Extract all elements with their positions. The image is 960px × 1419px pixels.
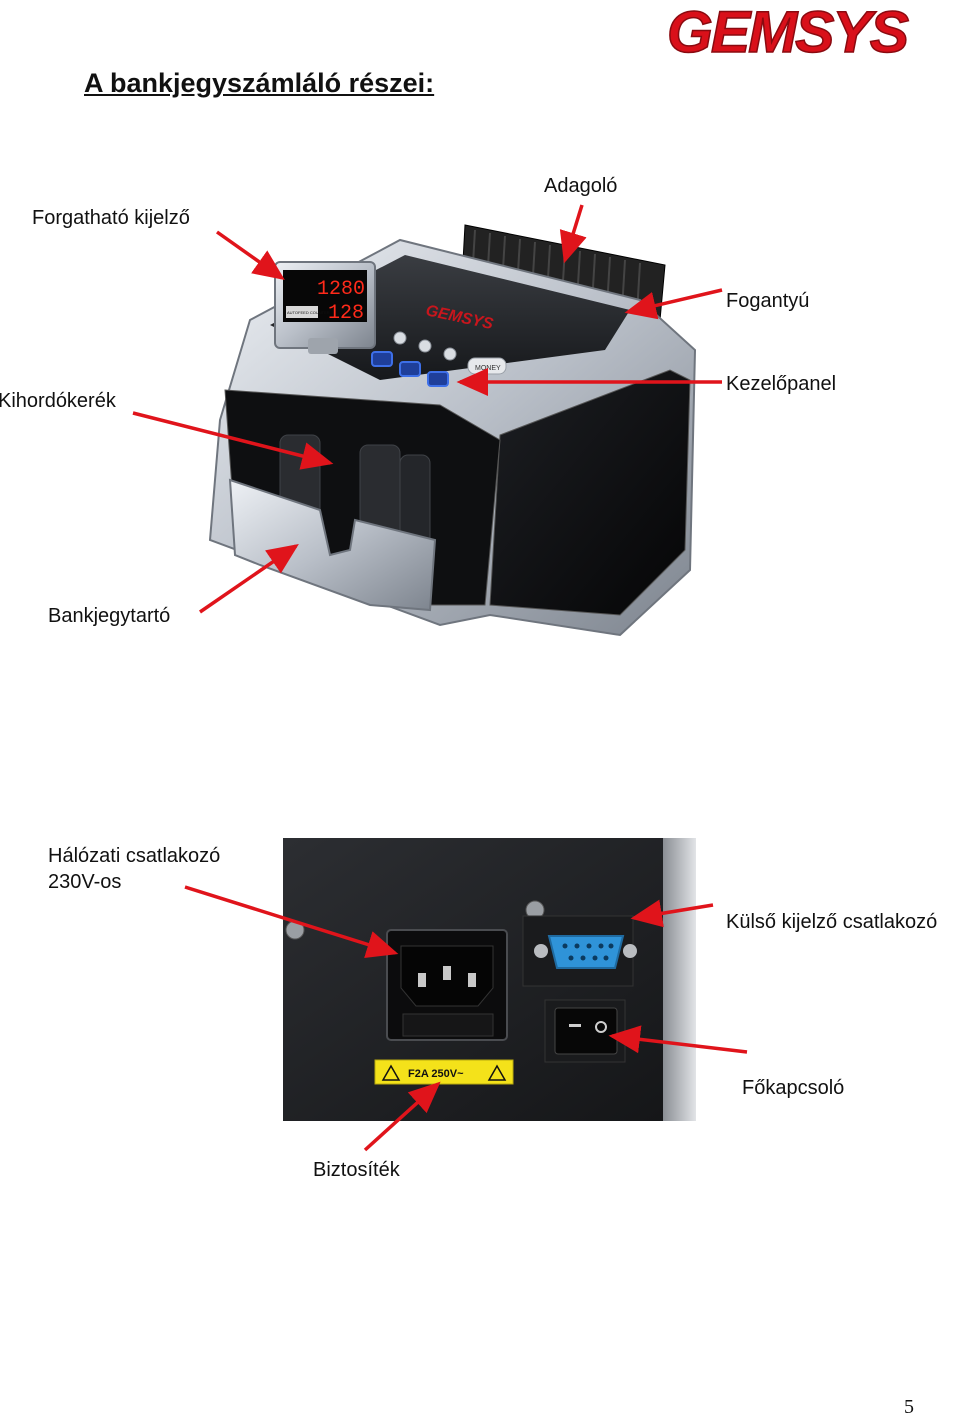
label-adagolo: Adagoló	[544, 175, 618, 197]
money-button-label: MONEY	[475, 365, 501, 372]
display-top-value: 1280	[317, 278, 365, 301]
external-display-connector	[522, 915, 637, 987]
label-fokapcsolo: Főkapcsoló	[742, 1077, 845, 1099]
display-bottom-value: 128	[328, 302, 364, 325]
page-title: A bankjegyszámláló részei:	[84, 68, 435, 98]
label-bankjegytarto: Bankjegytartó	[48, 605, 171, 627]
rotating-display: 1280 128 AUTOFEED COUNTER	[274, 261, 376, 354]
label-forgathato-kijelzo: Forgatható kijelző	[32, 207, 190, 229]
label-kezelopanel: Kezelőpanel	[726, 373, 837, 395]
display-side-label: AUTOFEED COUNTER	[287, 310, 330, 315]
gemsys-logo: GEMSYS	[666, 2, 910, 60]
main-power-switch	[544, 999, 626, 1063]
label-fogantyu: Fogantyú	[726, 290, 810, 312]
fuse-warning-label: F2A 250V~	[374, 1059, 514, 1085]
label-230v: 230V-os	[48, 871, 122, 893]
label-halozati-csatlakozo: Hálózati csatlakozó	[48, 845, 221, 867]
banknote-counter-image: GEMSYS MONEY 1280 128 AUTOFEED COUNTER	[208, 224, 697, 637]
label-kihordokerek: Kihordókerék	[0, 390, 116, 412]
page-number: 5	[904, 1396, 914, 1418]
control-panel: MONEY	[371, 331, 507, 387]
fuse-rating-text: F2A 250V~	[408, 1068, 464, 1080]
rear-panel-image: F2A 250V~	[283, 838, 696, 1121]
logo-text: GEMSYS	[667, 2, 909, 60]
label-kulso-kijelzo-csatlakozo: Külső kijelző csatlakozó	[726, 911, 938, 933]
power-inlet	[386, 929, 508, 1041]
label-biztositek: Biztosíték	[313, 1159, 400, 1181]
